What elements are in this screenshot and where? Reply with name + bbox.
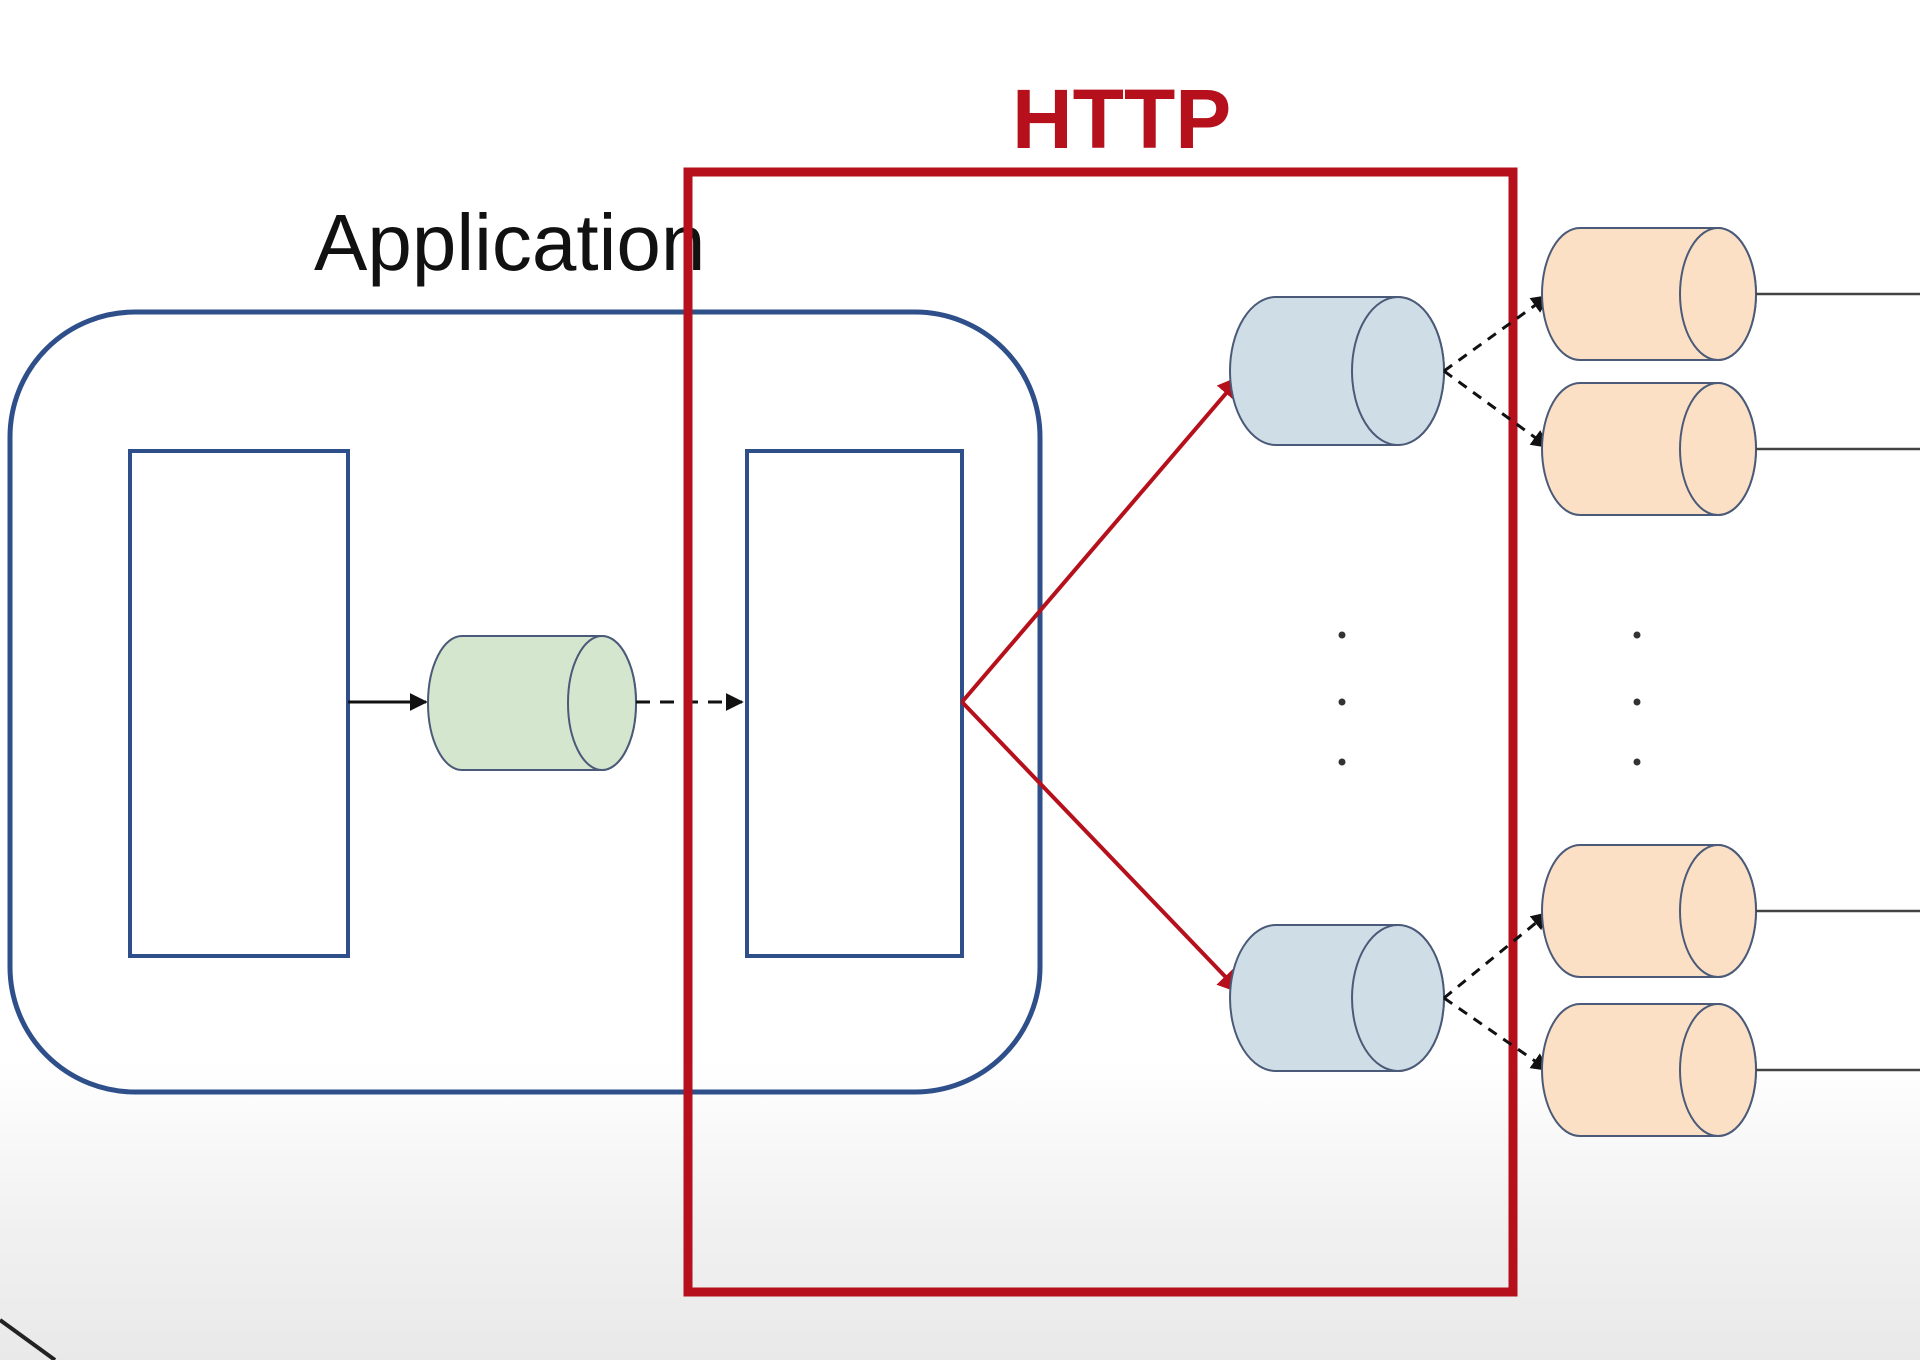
orange-queue-4: [1541, 1003, 1757, 1137]
application-label: Application: [314, 198, 705, 287]
fanout-arrow-bottom: [960, 700, 1242, 994]
corner-mark: [0, 1318, 57, 1360]
dashed-arrow-bottom-1: [1443, 911, 1550, 1000]
blue-queue-top: [1229, 296, 1445, 446]
orange-queue-2: [1541, 382, 1757, 516]
producer-block: [128, 449, 350, 958]
dashed-arrow-top-1: [1443, 294, 1550, 373]
orange-queue-1: [1541, 227, 1757, 361]
ellipsis-dots-middle: [1338, 631, 1346, 766]
dashed-arrow-top-2: [1443, 369, 1550, 449]
green-queue: [427, 635, 637, 771]
application-container: [7, 309, 1043, 1095]
http-boundary: [683, 167, 1518, 1297]
dashed-arrow-bottom-2: [1443, 996, 1550, 1072]
fanout-arrow-top: [960, 375, 1242, 704]
orange-queue-3: [1541, 844, 1757, 978]
ellipsis-dots-right: [1633, 631, 1641, 766]
router-block: [745, 449, 964, 958]
blue-queue-bottom: [1229, 924, 1445, 1072]
http-label: HTTP: [1012, 72, 1231, 166]
